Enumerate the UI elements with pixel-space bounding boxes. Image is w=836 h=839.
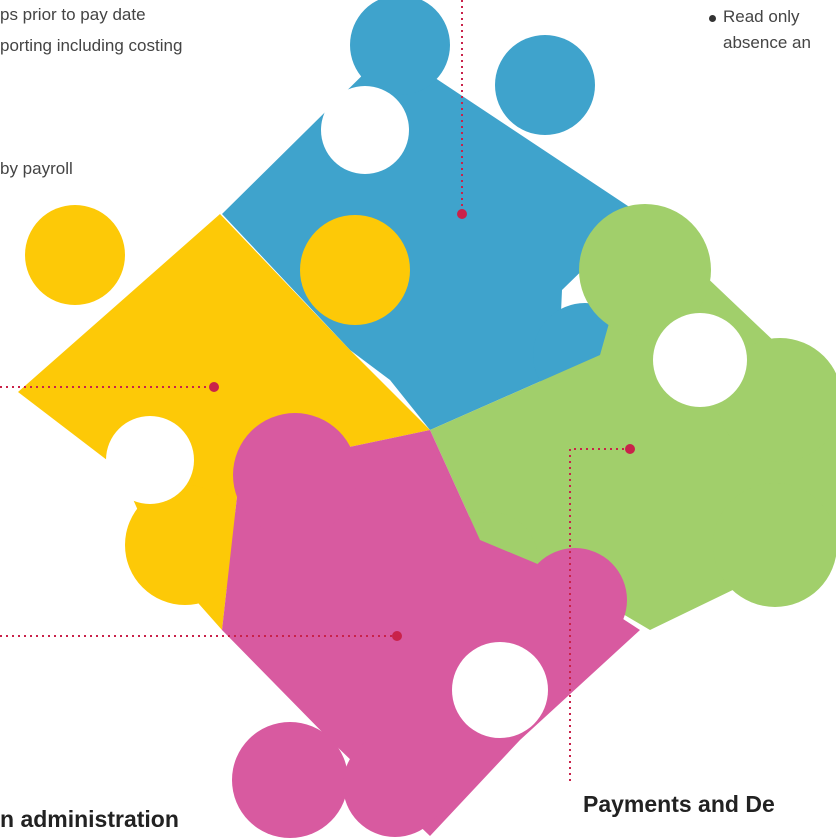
pink-piece-body <box>222 430 640 836</box>
yellow-knob-top-left <box>25 205 125 305</box>
yellow-notch-bottom <box>106 416 194 504</box>
yellow-knob-bottom <box>125 485 245 605</box>
top-right-bullet <box>709 15 716 22</box>
pink-knob-top <box>233 413 357 537</box>
green-knob-right <box>718 338 836 462</box>
blue-knob-top <box>350 0 450 95</box>
top-left-text-line-3: by payroll <box>0 159 73 178</box>
yellow-piece-body <box>18 214 430 630</box>
blue-dot <box>457 209 467 219</box>
yellow-dot <box>209 382 219 392</box>
connector-dots <box>209 209 635 641</box>
blue-knob-top-right <box>495 35 595 135</box>
pink-knob-bottom <box>343 733 447 837</box>
top-right-text-line-2: absence an <box>723 33 811 52</box>
pink-dot <box>392 631 402 641</box>
heading-administration: n administration <box>0 806 179 832</box>
green-knob-top <box>579 204 711 336</box>
top-right-text-line-1: Read only <box>723 7 800 26</box>
green-knob-bottom-right <box>713 483 836 607</box>
pink-knob-right <box>523 548 627 652</box>
puzzle-piece-pink <box>222 413 640 838</box>
pink-knob-bottom-left <box>232 722 348 838</box>
heading-payments: Payments and De <box>583 791 775 817</box>
blue-notch <box>321 86 409 174</box>
green-notch-top <box>653 313 747 407</box>
top-left-text-line-2: porting including costing <box>0 36 183 55</box>
top-left-text-line-1: ps prior to pay date <box>0 5 146 24</box>
connector-green <box>569 448 630 785</box>
connectors <box>0 0 630 785</box>
green-dot <box>625 444 635 454</box>
pink-notch <box>452 642 548 738</box>
puzzle-piece-yellow <box>18 205 430 630</box>
yellow-knob-top-right <box>300 215 410 325</box>
